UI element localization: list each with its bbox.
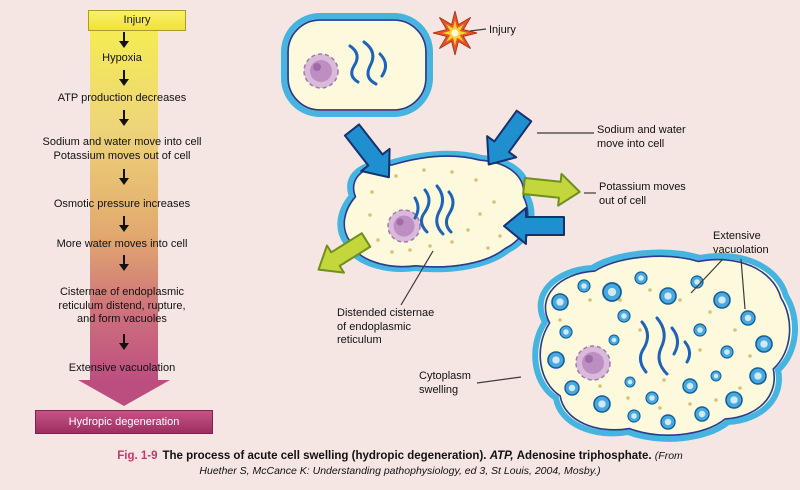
pointer-line: [740, 258, 746, 310]
flow-arrow-icon: [118, 110, 130, 127]
flow-arrow-icon: [118, 169, 130, 186]
efflux-arrow-icon: [317, 232, 372, 274]
nucleus: [575, 345, 611, 381]
pointer-line: [690, 258, 724, 294]
influx-arrow-icon: [486, 109, 533, 166]
caption-abbreviation: ATP,: [489, 450, 514, 462]
swollen-cell: [337, 150, 535, 273]
pointer-line: [400, 250, 434, 306]
flow-step: Hypoxia: [102, 52, 142, 64]
gradient-arrow-band: [90, 28, 158, 380]
caption-abbreviation-definition: Adenosine triphosphate.: [516, 450, 652, 462]
vacuolated-cell: [532, 249, 798, 442]
efflux-arrow-icon: [522, 172, 581, 207]
caption-title: The process of acute cell swelling (hydr…: [162, 450, 487, 462]
sodium-water-label: Sodium and water move into cell: [597, 124, 686, 150]
pointer-line: [476, 376, 522, 384]
influx-arrow-icon: [503, 207, 565, 245]
pointer-line: [469, 28, 487, 32]
flow-step: Cisternae of endoplasmic reticulum diste…: [58, 286, 186, 325]
flow-step: Osmotic pressure increases: [53, 198, 191, 210]
injury-starburst-icon: [432, 10, 478, 56]
nucleus: [303, 53, 339, 89]
flow-step: ATP production decreases: [57, 92, 187, 104]
cytoplasm-granules: [368, 168, 502, 254]
caption-source: (From Huether S, McCance K: Understandin…: [199, 450, 683, 477]
flow-arrow-icon: [118, 255, 130, 272]
vacuoles: [547, 271, 773, 430]
er-squiggles: [348, 40, 387, 86]
cytoplasm-swelling-label: Cytoplasm swelling: [419, 370, 471, 396]
er-squiggles: [413, 184, 455, 236]
normal-cell: [281, 13, 433, 117]
nucleus: [387, 209, 421, 243]
flow-arrow-icon: [118, 334, 130, 351]
ion-arrows: [317, 109, 581, 274]
flow-step: More water moves into cell: [56, 238, 188, 250]
potassium-label: Potassium moves out of cell: [599, 181, 686, 207]
influx-arrow-icon: [343, 123, 391, 179]
flow-step: Sodium and water move into cell Potassiu…: [42, 136, 202, 162]
cytoplasm-granules: [558, 288, 752, 410]
figure-caption: Fig. 1-9 The process of acute cell swelli…: [108, 449, 692, 479]
injury-box: Injury: [88, 10, 186, 31]
hydropic-degeneration-box: Hydropic degeneration: [35, 410, 213, 434]
injury-label: Injury: [489, 24, 516, 36]
pointer-lines: [400, 28, 746, 384]
extensive-vacuolation-label: Extensive vacuolation: [713, 230, 769, 256]
distended-cisternae-label: Distended cisternae of endoplasmic retic…: [337, 307, 435, 346]
flow-arrow-icon: [118, 32, 130, 49]
er-squiggles: [639, 316, 692, 376]
flow-step: Extensive vacuolation: [68, 362, 176, 374]
figure-number: Fig. 1-9: [117, 450, 158, 462]
flow-arrow-icon: [118, 70, 130, 87]
gradient-arrowhead-icon: [78, 380, 170, 406]
flow-arrow-icon: [118, 216, 130, 233]
